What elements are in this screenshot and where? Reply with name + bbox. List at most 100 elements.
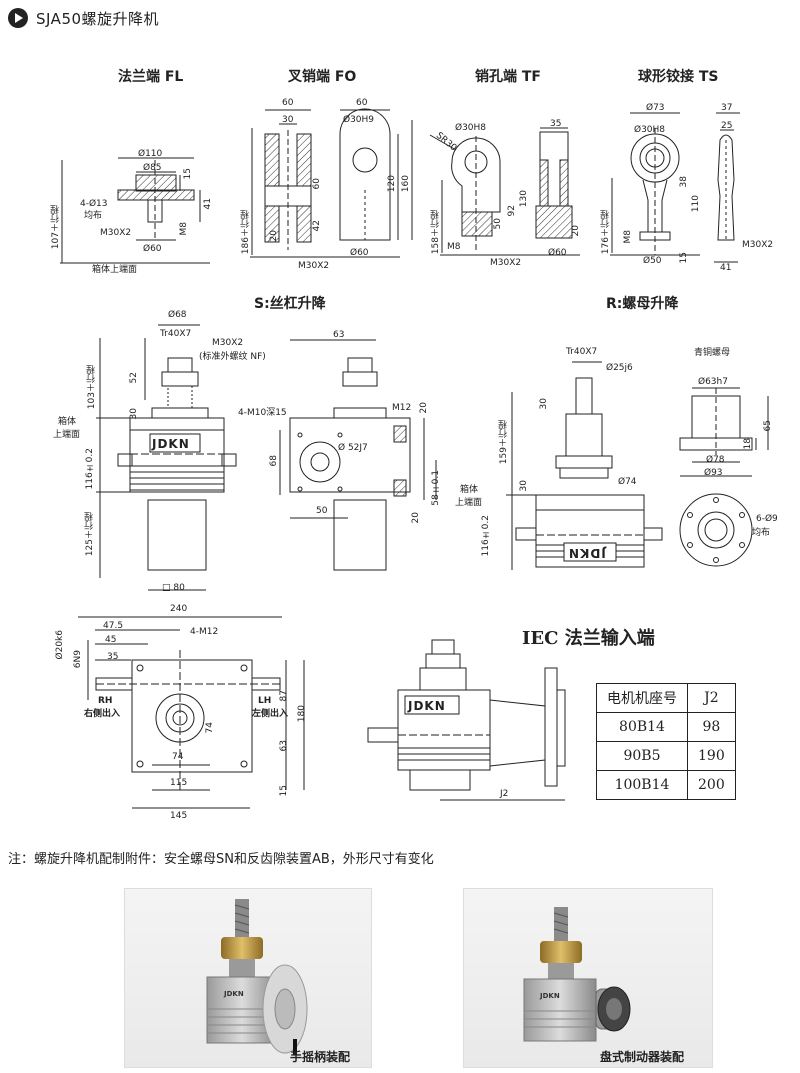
table-cell: 100B14 (596, 770, 688, 800)
title-s: S:丝杠升降 (254, 296, 326, 312)
handwheel-assembly-image (206, 899, 308, 1055)
table-row: 100B14 200 (596, 770, 736, 800)
fl-d85: Ø85 (143, 163, 162, 173)
brake-assembly-image (523, 907, 631, 1042)
s-box2: 上端面 (53, 430, 81, 440)
table-cell: 190 (687, 741, 736, 771)
r-even: 均布 (752, 528, 771, 538)
fo-d60: Ø60 (350, 248, 369, 258)
s-d52: Ø 52J7 (338, 443, 368, 453)
b-w45: 45 (105, 635, 117, 645)
s-d68: Ø68 (168, 310, 187, 320)
fl-d60: Ø60 (143, 244, 162, 254)
fl-box-top: 箱体上端面 (92, 265, 138, 275)
table-cell: 98 (687, 712, 736, 742)
play-icon (8, 8, 28, 28)
caption-right: 盘式制动器装配 (600, 1050, 685, 1064)
footnote: 注：螺旋升降机配制附件：安全螺母SN和反齿隙装置AB，外形尺寸有变化 (8, 852, 434, 867)
r-nut: 青铜螺母 (694, 348, 731, 358)
ts-m30: M30X2 (742, 240, 774, 250)
table-row: 90B5 190 (596, 741, 736, 771)
tf-d60: Ø60 (548, 248, 567, 258)
b-w47: 47.5 (103, 621, 124, 631)
r-d78: Ø78 (706, 455, 725, 465)
page-title: SJA50螺旋升降机 (36, 9, 160, 28)
r-tr: Tr40X7 (566, 347, 598, 357)
page-header: SJA50螺旋升降机 (8, 6, 159, 30)
table-cell: 200 (687, 770, 736, 800)
tf-w35: 35 (550, 119, 562, 129)
title-iec: IEC 法兰输入端 (522, 628, 655, 649)
photo-handwheel (124, 888, 372, 1068)
table-cell: 80B14 (596, 712, 688, 742)
s-box1: 箱体 (58, 417, 77, 427)
table-header-cell: J2 (687, 683, 736, 713)
ts-w41: 41 (720, 263, 732, 273)
fo-m30: M30X2 (298, 261, 330, 271)
s-m12: M12 (392, 403, 412, 413)
b-w240: 240 (170, 604, 188, 614)
s-sq80: □ 80 (162, 583, 185, 593)
r-d93: Ø93 (704, 468, 723, 478)
r-d74: Ø74 (618, 477, 637, 487)
b-lh: LH (258, 696, 272, 706)
b-rh: RH (98, 696, 113, 706)
title-ts: 球形铰接 TS (638, 69, 719, 85)
r-d63: Ø63h7 (698, 377, 728, 387)
fl-m30: M30X2 (100, 228, 132, 238)
tf-d30h8: Ø30H8 (455, 123, 487, 133)
tf-m30: M30X2 (490, 258, 522, 268)
s-tr: Tr40X7 (160, 329, 192, 339)
fo-w60b: 60 (356, 98, 368, 108)
iec-j2: J2 (500, 789, 509, 799)
b-lh2: 左侧出入 (252, 709, 289, 719)
table-header-cell: 电机机座号 (596, 683, 688, 713)
ts-w37: 37 (721, 103, 733, 113)
r-d25: Ø25j6 (606, 363, 633, 373)
ts-d73: Ø73 (646, 103, 665, 113)
fo-w30: 30 (282, 115, 294, 125)
b-w115: 115 (170, 778, 188, 788)
b-w35: 35 (107, 652, 119, 662)
j2-table: 电机机座号 J2 80B14 98 90B5 190 100B14 200 (596, 683, 736, 800)
r-holes: 6-Ø9 (756, 514, 778, 524)
fl-d13: 4-Ø13 (80, 199, 108, 209)
title-fl: 法兰端 FL (118, 69, 184, 85)
s-m10: 4-M10深15 (238, 408, 287, 418)
s-brand: JDKN (152, 437, 190, 451)
photo-brake (463, 888, 713, 1068)
title-r: R:螺母升降 (606, 296, 679, 312)
fl-even: 均布 (84, 211, 103, 221)
fo-w60a: 60 (282, 98, 294, 108)
r-box2: 上端面 (455, 498, 483, 508)
s-w50: 50 (316, 506, 328, 516)
table-cell: 90B5 (596, 741, 688, 771)
table-row: 80B14 98 (596, 712, 736, 742)
tf-m8: M8 (447, 242, 461, 252)
b-rh2: 右侧出入 (84, 709, 121, 719)
iec-brand: JDKN (408, 699, 446, 713)
ts-w25: 25 (721, 121, 733, 131)
b-m12: 4-M12 (190, 627, 219, 637)
s-w63: 63 (333, 330, 345, 340)
title-tf: 销孔端 TF (475, 69, 541, 85)
ts-d50: Ø50 (643, 256, 662, 266)
photo-right-brand: JDKN (540, 992, 560, 1000)
caption-left: 手摇柄装配 (290, 1050, 351, 1064)
ts-d30h8: Ø30H8 (634, 125, 666, 135)
b-v74b: 74 (172, 752, 184, 762)
title-fo: 叉销端 FO (288, 69, 357, 85)
table-header-row: 电机机座号 J2 (596, 683, 736, 713)
r-box1: 箱体 (460, 485, 479, 495)
fo-d30h9: Ø30H9 (343, 115, 375, 125)
photo-left-brand: JDKN (224, 990, 244, 998)
b-w145: 145 (170, 811, 188, 821)
